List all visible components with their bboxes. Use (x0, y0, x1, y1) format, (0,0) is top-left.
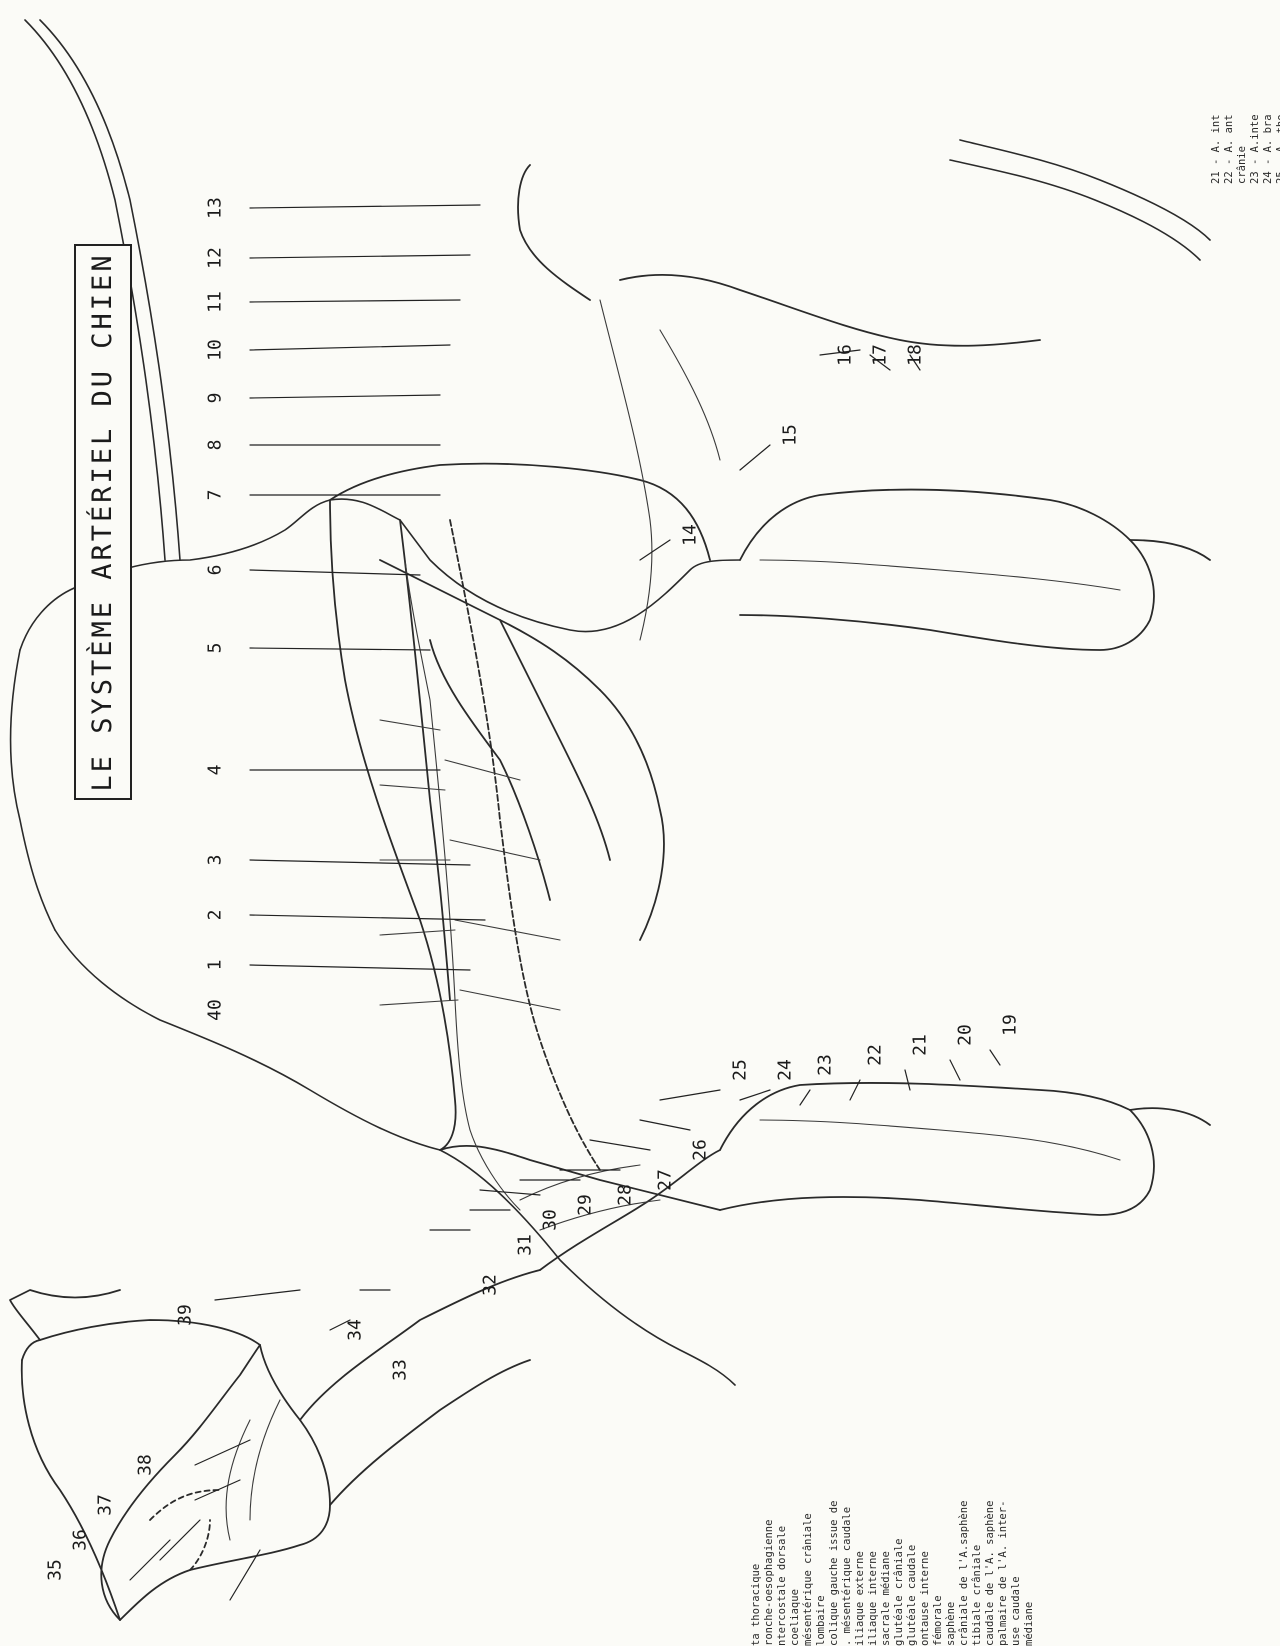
legend-right-line: 25 - A. tho (1275, 0, 1280, 184)
legend-left-line: mésentérique crâniale (802, 1226, 815, 1646)
legend-left-line: médiane (1023, 1226, 1036, 1646)
label-1: 1 (205, 960, 226, 971)
legend-left-line: glutéale caudale (906, 1226, 919, 1646)
legend-right-line: 24 - A. bra (1262, 0, 1275, 184)
label-5: 5 (205, 643, 226, 654)
legend-left-line: tibiale crâniale (971, 1226, 984, 1646)
label-19: 19 (1000, 1014, 1021, 1036)
label-29: 29 (575, 1194, 596, 1216)
label-7: 7 (205, 490, 226, 501)
label-9: 9 (205, 393, 226, 404)
legend-right-line: 22 - A. ant (1223, 0, 1236, 184)
label-31: 31 (515, 1234, 536, 1256)
label-17: 17 (870, 344, 891, 366)
legend-left-line: palmaire de l'A. inter- (997, 1226, 1010, 1646)
label-37: 37 (95, 1494, 116, 1516)
label-38: 38 (135, 1454, 156, 1476)
legend-left-line: ronche-oesophagienne (763, 1226, 776, 1646)
label-15: 15 (780, 424, 801, 446)
legend-left-line: sacrale médiane (880, 1226, 893, 1646)
label-8: 8 (205, 440, 226, 451)
legend-left-line: caudale de l'A. saphène (984, 1226, 997, 1646)
label-16: 16 (835, 344, 856, 366)
label-21: 21 (910, 1034, 931, 1056)
label-25: 25 (730, 1059, 751, 1081)
legend-left-line: fémorale (932, 1226, 945, 1646)
label-28: 28 (615, 1184, 636, 1206)
label-34: 34 (345, 1319, 366, 1341)
label-4: 4 (205, 765, 226, 776)
label-13: 13 (205, 197, 226, 219)
label-23: 23 (815, 1054, 836, 1076)
label-32: 32 (480, 1274, 501, 1296)
legend-right-line: 21 - A. int (1210, 0, 1223, 184)
label-11: 11 (205, 291, 226, 313)
legend-right-line: 23 - A.inte (1249, 0, 1262, 184)
legend-left-line: iliaque externe (854, 1226, 867, 1646)
label-26: 26 (690, 1139, 711, 1161)
legend-left-line: colique gauche issue de (828, 1226, 841, 1646)
legend-left-line: . mésentérique caudale (841, 1226, 854, 1646)
legend-left-line: ta thoracique (750, 1226, 763, 1646)
label-40: 40 (205, 999, 226, 1021)
diagram-title: LE SYSTÈME ARTÉRIEL DU CHIEN (74, 244, 132, 800)
label-14: 14 (680, 524, 701, 546)
label-24: 24 (775, 1059, 796, 1081)
label-10: 10 (205, 339, 226, 361)
label-2: 2 (205, 910, 226, 921)
label-12: 12 (205, 247, 226, 269)
label-6: 6 (205, 565, 226, 576)
legend-left-line: glutéale crâniale (893, 1226, 906, 1646)
label-3: 3 (205, 855, 226, 866)
legend-left-line: ntercostale dorsale (776, 1226, 789, 1646)
legend-left-line: iliaque interne (867, 1226, 880, 1646)
label-27: 27 (655, 1169, 676, 1191)
legend-left-line: coeliaque (789, 1226, 802, 1646)
label-22: 22 (865, 1044, 886, 1066)
legend-left-line: use caudale (1010, 1226, 1023, 1646)
dog-body (300, 464, 720, 1505)
legend-right-line: crânie (1236, 0, 1249, 184)
legend-left-line: lombaire (815, 1226, 828, 1646)
label-33: 33 (390, 1359, 411, 1381)
legend-left-line: saphène (945, 1226, 958, 1646)
label-18: 18 (905, 344, 926, 366)
legend-left-line: ontause interne (919, 1226, 932, 1646)
label-30: 30 (540, 1209, 561, 1231)
label-36: 36 (70, 1529, 91, 1551)
label-20: 20 (955, 1024, 976, 1046)
dog-tail (25, 20, 1210, 560)
legend-left-line: crâniale de l'A.saphène (958, 1226, 971, 1646)
label-35: 35 (45, 1559, 66, 1581)
label-39: 39 (175, 1304, 196, 1326)
